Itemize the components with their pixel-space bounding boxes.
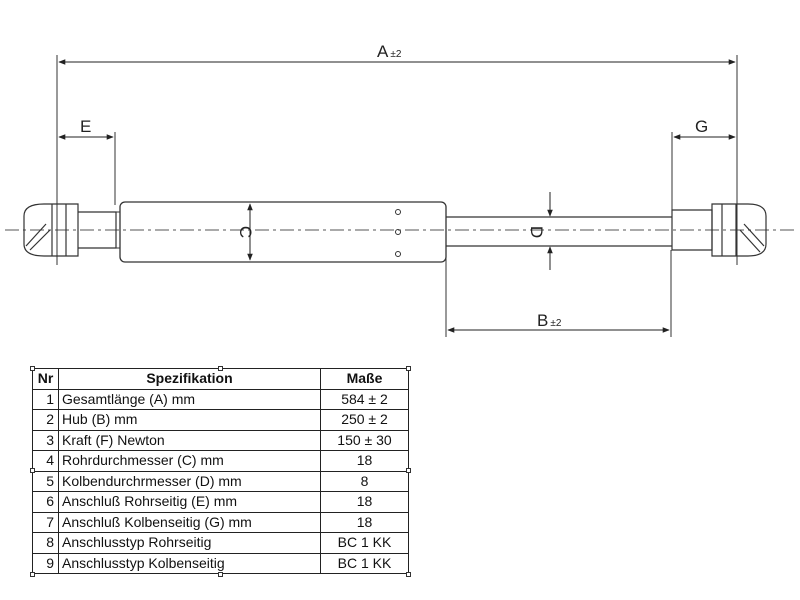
row-value: 18 — [320, 450, 409, 472]
row-value: 18 — [320, 491, 409, 513]
header-nr: Nr — [32, 368, 59, 390]
dimension-label-b: B±2 — [537, 311, 562, 330]
resize-handle-top-left[interactable] — [30, 366, 35, 371]
row-spec: Kolbendurchrmesser (D) mm — [58, 470, 321, 492]
row-nr: 4 — [32, 450, 59, 472]
dimension-label-d: D — [527, 226, 546, 238]
gas-spring-drawing: A±2 E G B±2 C D — [5, 42, 795, 337]
tube-hole — [395, 209, 401, 215]
row-spec: Anschluß Kolbenseitig (G) mm — [58, 511, 321, 533]
row-spec: Anschlusstyp Rohrseitig — [58, 532, 321, 554]
tube-hole — [395, 229, 401, 235]
row-value: BC 1 KK — [320, 552, 409, 574]
row-nr: 6 — [32, 491, 59, 513]
left-end-fitting — [23, 203, 117, 257]
header-spec: Spezifikation — [58, 368, 321, 390]
row-nr: 5 — [32, 470, 59, 492]
resize-handle-middle-left[interactable] — [30, 468, 35, 473]
row-value: 18 — [320, 511, 409, 533]
row-spec: Gesamtlänge (A) mm — [58, 388, 321, 410]
resize-handle-bottom-right[interactable] — [406, 572, 411, 577]
dimension-label-a: A±2 — [377, 42, 402, 61]
row-value: 8 — [320, 470, 409, 492]
dimension-label-e: E — [80, 117, 91, 136]
table-header-row: Nr Spezifikation Maße — [32, 368, 409, 390]
row-value: 250 ± 2 — [320, 409, 409, 431]
resize-handle-top-right[interactable] — [406, 366, 411, 371]
row-nr: 9 — [32, 552, 59, 574]
row-spec: Rohrdurchmesser (C) mm — [58, 450, 321, 472]
row-value: 150 ± 30 — [320, 429, 409, 451]
right-end-fitting — [671, 203, 767, 257]
row-value: BC 1 KK — [320, 532, 409, 554]
row-spec: Hub (B) mm — [58, 409, 321, 431]
row-value: 584 ± 2 — [320, 388, 409, 410]
resize-handle-middle-right[interactable] — [406, 468, 411, 473]
tube-hole — [395, 251, 401, 257]
row-spec: Kraft (F) Newton — [58, 429, 321, 451]
dimension-label-g: G — [695, 117, 708, 136]
resize-handle-top-middle[interactable] — [218, 366, 223, 371]
row-nr: 8 — [32, 532, 59, 554]
resize-handle-bottom-middle[interactable] — [218, 572, 223, 577]
piston-rod — [446, 216, 672, 247]
resize-handle-bottom-left[interactable] — [30, 572, 35, 577]
dimension-label-c: C — [236, 226, 255, 238]
row-nr: 1 — [32, 388, 59, 410]
row-nr: 7 — [32, 511, 59, 533]
row-spec: Anschlusstyp Kolbenseitig — [58, 552, 321, 574]
row-spec: Anschluß Rohrseitig (E) mm — [58, 491, 321, 513]
row-nr: 3 — [32, 429, 59, 451]
cylinder-tube — [116, 201, 447, 263]
row-nr: 2 — [32, 409, 59, 431]
header-value: Maße — [320, 368, 409, 390]
